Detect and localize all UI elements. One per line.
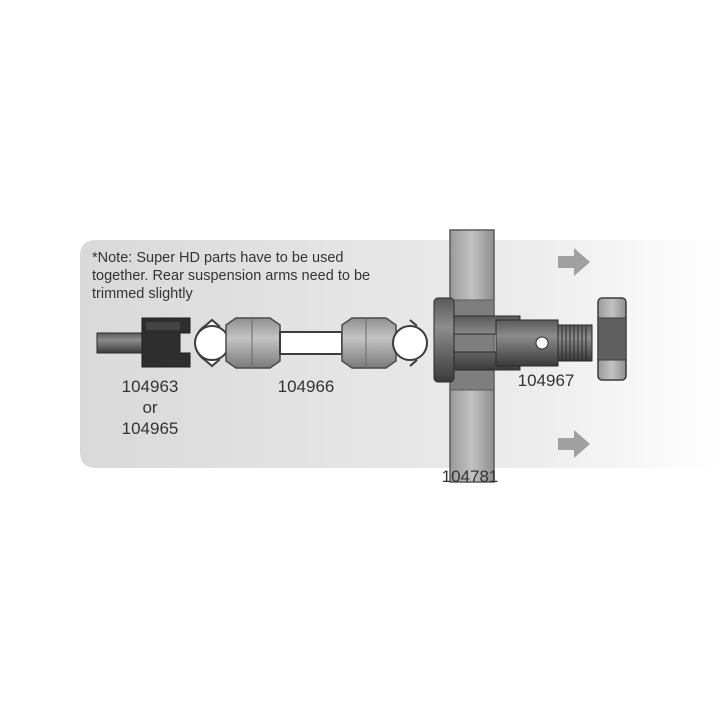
rear-axle	[433, 297, 593, 383]
note-line-2: together. Rear suspension arms need to b…	[92, 268, 370, 284]
wheel-nut	[597, 297, 627, 381]
note-line-1: *Note: Super HD parts have to be used	[92, 250, 343, 266]
drive-shaft	[194, 317, 428, 369]
label-axle: 104967	[518, 371, 575, 390]
label-outdrive-1: 104963	[122, 377, 179, 396]
label-hub: 104781	[442, 467, 499, 486]
arrow-right-icon	[558, 248, 590, 276]
note-line-3: trimmed slightly	[92, 286, 193, 302]
label-outdrive-or: or	[142, 398, 157, 417]
label-outdrive-2: 104965	[122, 419, 179, 438]
outdrive-cup	[96, 317, 191, 368]
label-driveshaft: 104966	[278, 377, 335, 396]
arrow-right-icon	[558, 430, 590, 458]
